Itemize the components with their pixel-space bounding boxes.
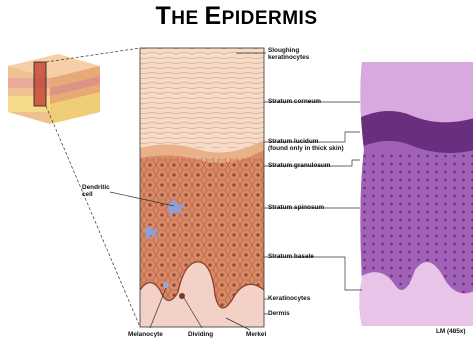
label-keratinocytes: Keratinocytes [268,295,310,302]
label-stratum-granulosum: Stratum granulosum [268,162,331,169]
label-magnification: LM (485x) [436,328,465,335]
label-stratum-corneum: Stratum corneum [268,98,321,105]
label-merkel: Merkel [246,331,266,338]
label-stratum-basale: Stratum basale [268,253,314,260]
skin-block-thumbnail [8,54,100,124]
label-dividing: Dividing [188,331,213,338]
label-melanocyte: Melanocyte [128,331,163,338]
label-stratum-spinosum: Stratum spinosum [268,204,324,211]
label-stratum-lucidum: Stratum lucidum(found only in thick skin… [268,138,344,152]
label-dermis: Dermis [268,310,290,317]
epidermis-column [140,48,264,327]
light-micrograph [355,60,473,330]
